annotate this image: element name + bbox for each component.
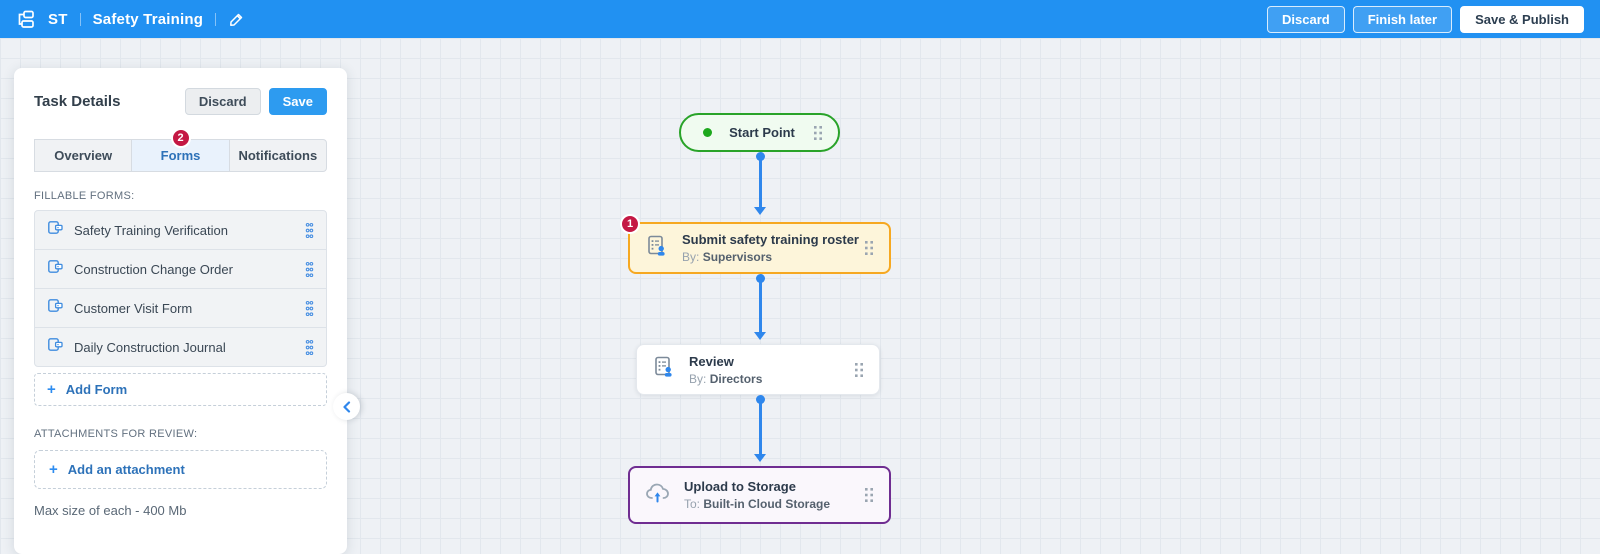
- panel-title: Task Details: [34, 93, 121, 110]
- drag-handle-icon[interactable]: [863, 239, 875, 257]
- pencil-icon[interactable]: [228, 11, 245, 28]
- collapse-panel-button[interactable]: [333, 393, 360, 420]
- fillable-forms-label: FILLABLE FORMS:: [34, 190, 135, 202]
- connector-line: [758, 282, 762, 333]
- node-badge: 1: [620, 214, 640, 234]
- drag-handle-icon[interactable]: [863, 486, 875, 504]
- node-upload-storage[interactable]: Upload to Storage To: Built-in Cloud Sto…: [628, 466, 891, 524]
- form-list-item[interactable]: Safety Training Verification: [34, 210, 327, 250]
- meta-value: Built-in Cloud Storage: [703, 497, 831, 511]
- add-form-button[interactable]: + Add Form: [34, 373, 327, 406]
- form-item-label: Daily Construction Journal: [74, 339, 226, 355]
- fillable-forms-list: Safety Training Verification: [34, 210, 327, 367]
- form-list-item[interactable]: Construction Change Order: [34, 249, 327, 289]
- drag-handle-icon[interactable]: [812, 124, 824, 142]
- node-review[interactable]: Review By: Directors: [636, 344, 880, 395]
- meta-label: By:: [689, 371, 707, 386]
- node-start-point[interactable]: Start Point: [679, 113, 840, 152]
- app-initials: ST: [48, 10, 68, 28]
- arrow-down-icon: [754, 332, 766, 340]
- panel-save-button[interactable]: Save: [268, 88, 327, 115]
- form-item-label: Customer Visit Form: [74, 300, 193, 316]
- finish-later-button[interactable]: Finish later: [1352, 5, 1453, 33]
- form-field-icon: [47, 336, 64, 358]
- drag-handle-icon[interactable]: [305, 339, 314, 356]
- drag-handle-icon[interactable]: [305, 300, 314, 317]
- task-assignee-icon: [644, 233, 670, 264]
- forms-count-badge: 2: [170, 128, 191, 148]
- form-item-label: Construction Change Order: [74, 261, 233, 277]
- connector: [753, 152, 767, 215]
- form-field-icon: [47, 297, 64, 319]
- form-field-icon: [47, 258, 64, 280]
- tab-notifications[interactable]: Notifications: [228, 139, 327, 172]
- meta-value: Directors: [709, 371, 763, 386]
- attachments-label: ATTACHMENTS FOR REVIEW:: [34, 428, 198, 440]
- drag-handle-icon[interactable]: [305, 261, 314, 278]
- meta-label: To:: [684, 497, 701, 511]
- save-publish-button[interactable]: Save & Publish: [1460, 5, 1584, 33]
- connector-port-icon: [755, 395, 765, 404]
- form-list-item[interactable]: Customer Visit Form: [34, 288, 327, 328]
- start-dot-icon: [703, 128, 712, 137]
- drag-handle-icon[interactable]: [853, 361, 865, 379]
- arrow-down-icon: [754, 207, 766, 215]
- node-submit-roster[interactable]: 1 Submit safety training roster By: Supe…: [620, 214, 891, 274]
- cloud-upload-icon: [644, 480, 672, 510]
- tab-forms[interactable]: Forms: [131, 139, 230, 172]
- top-bar: ST Safety Training Discard Finish later …: [0, 0, 1600, 38]
- task-assignee-icon: [651, 354, 677, 385]
- node-title: Review: [689, 353, 734, 369]
- add-form-label: Add Form: [65, 382, 128, 397]
- tab-overview[interactable]: Overview: [34, 139, 133, 172]
- node-title: Submit safety training roster: [682, 232, 859, 247]
- node-meta: To: Built-in Cloud Storage: [684, 497, 851, 511]
- workflow-canvas[interactable]: Start Point 1 Submit: [0, 38, 1600, 554]
- form-list-item[interactable]: Daily Construction Journal: [34, 327, 327, 367]
- connector: [753, 274, 767, 340]
- node-title: Upload to Storage: [684, 479, 796, 494]
- panel-discard-button[interactable]: Discard: [184, 88, 261, 115]
- form-field-icon: [47, 219, 64, 241]
- workflow-logo-icon[interactable]: [16, 9, 36, 29]
- workflow-title: Safety Training: [92, 10, 204, 28]
- connector: [753, 395, 767, 462]
- drag-handle-icon[interactable]: [305, 222, 314, 239]
- arrow-down-icon: [754, 454, 766, 462]
- max-size-note: Max size of each - 400 Mb: [34, 503, 187, 518]
- discard-button[interactable]: Discard: [1267, 5, 1345, 33]
- panel-tabs: 2 Overview Forms Notifications: [34, 128, 327, 172]
- connector-line: [758, 403, 762, 455]
- add-attachment-button[interactable]: + Add an attachment: [34, 450, 327, 489]
- divider: [215, 12, 217, 26]
- meta-value: Supervisors: [702, 250, 773, 264]
- plus-icon: +: [49, 461, 58, 478]
- add-attachment-label: Add an attachment: [67, 462, 185, 477]
- divider: [79, 12, 81, 26]
- plus-icon: +: [47, 381, 56, 398]
- connector-line: [758, 160, 762, 208]
- meta-label: By:: [682, 250, 700, 264]
- node-meta: By: Supervisors: [682, 250, 851, 264]
- connector-port-icon: [755, 152, 765, 161]
- task-details-panel: Task Details Discard Save 2 Overview For…: [14, 68, 360, 554]
- node-meta: By: Directors: [689, 372, 841, 386]
- node-title: Start Point: [729, 125, 795, 140]
- form-item-label: Safety Training Verification: [74, 222, 228, 238]
- connector-port-icon: [755, 274, 765, 283]
